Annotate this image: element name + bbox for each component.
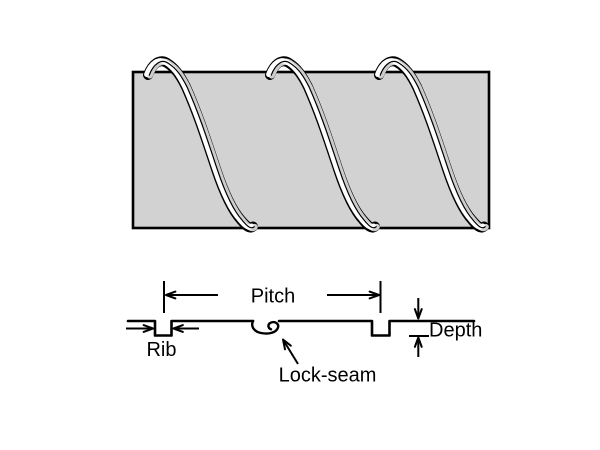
pitch-arrow-left-head — [165, 290, 177, 300]
profile-section: Pitch Rib Lock-seam — [126, 281, 482, 387]
pitch-label: Pitch — [251, 286, 295, 308]
depth-arrow-bottom-head — [413, 336, 423, 348]
depth-dimension: Depth — [409, 298, 482, 357]
lock-seam-arrow-head — [282, 338, 292, 351]
pipe-illustration — [131, 61, 489, 228]
lock-seam-curl — [251, 319, 280, 335]
lock-seam-arrow-shaft — [283, 341, 299, 365]
rib-arrow-right-head — [172, 324, 184, 333]
profile-right-segment — [277, 319, 476, 337]
rib-label: Rib — [146, 339, 176, 361]
lock-seam-callout: Lock-seam — [279, 338, 377, 387]
rib-dimension: Rib — [126, 324, 199, 361]
depth-arrow-top-head — [413, 308, 423, 320]
profile-left-segment — [126, 319, 255, 337]
pitch-dimension: Pitch — [163, 281, 382, 313]
pitch-arrow-right-head — [368, 290, 380, 300]
depth-label: Depth — [429, 320, 482, 342]
rib-arrow-left-head — [142, 324, 154, 333]
lock-seam-label: Lock-seam — [279, 365, 377, 387]
